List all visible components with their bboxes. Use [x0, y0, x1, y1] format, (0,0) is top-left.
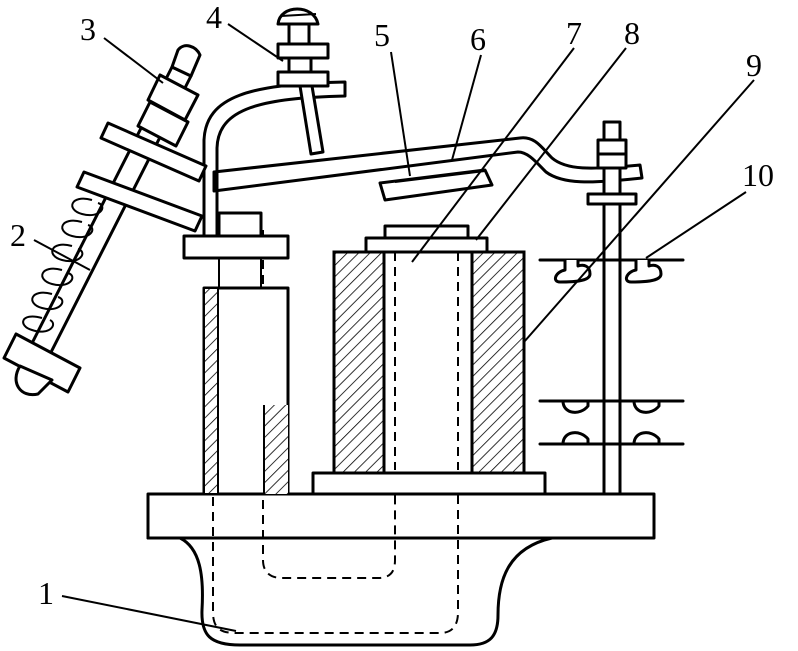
- rod-nut-b: [596, 152, 628, 170]
- contact-moving-r: [632, 399, 661, 414]
- core-pole-face: [383, 224, 470, 240]
- leader-2: [33, 239, 91, 271]
- leader-1: [61, 595, 237, 632]
- pole-cap: [182, 234, 290, 260]
- part-labels: 1 2 3 4 5 6 7 8 9 10: [10, 0, 774, 611]
- label-8: 8: [624, 15, 640, 51]
- leader-6: [451, 54, 482, 161]
- left-pole: [182, 211, 290, 496]
- contact-fixed-r-lower: [632, 431, 661, 446]
- leader-9: [523, 79, 755, 343]
- screw-head: [276, 7, 320, 26]
- coil-winding-left: [332, 250, 386, 475]
- leader-5: [390, 51, 411, 177]
- label-10: 10: [742, 157, 774, 193]
- coil-assembly: [311, 224, 547, 496]
- armature: [202, 80, 644, 238]
- label-7: 7: [566, 15, 582, 51]
- yoke-dashed-outer: [212, 280, 459, 634]
- label-5: 5: [374, 17, 390, 53]
- contact-fixed-r-upper: [624, 260, 663, 284]
- screw-nut-top: [276, 42, 330, 60]
- label-1: 1: [38, 575, 54, 611]
- pole-stud: [217, 211, 263, 238]
- rod-washer: [586, 192, 638, 206]
- coil-bottom-plate: [311, 471, 547, 496]
- adjusting-screw: [276, 7, 330, 156]
- rod-tip: [170, 44, 202, 78]
- leader-8: [475, 47, 627, 241]
- bottom-plate: [2, 332, 82, 394]
- label-2: 2: [10, 217, 26, 253]
- label-3: 3: [80, 11, 96, 47]
- screw-shaft: [298, 84, 325, 156]
- push-rod: [602, 120, 622, 496]
- leader-10: [645, 191, 747, 259]
- contact-assembly: [538, 120, 685, 496]
- label-6: 6: [470, 21, 486, 57]
- rod-nut-a: [596, 138, 628, 156]
- yoke-body: [146, 536, 554, 647]
- spring-washer-lower: [75, 170, 204, 233]
- armature-hinge: [202, 80, 347, 238]
- armature-shim: [378, 168, 494, 202]
- leader-3: [103, 37, 164, 84]
- contact-fixed-l-lower: [561, 431, 590, 446]
- spring-washer-upper: [99, 121, 208, 183]
- yoke-dashed-inner: [262, 230, 396, 579]
- helical-spring: [22, 197, 104, 333]
- core-flange: [364, 236, 489, 254]
- leader-7: [411, 47, 575, 263]
- bottom-knob: [14, 364, 54, 397]
- leader-4: [227, 23, 284, 62]
- leader-lines: [33, 23, 755, 632]
- spring-assembly: [2, 44, 208, 397]
- coil-winding-right: [470, 250, 526, 475]
- lock-nut: [136, 100, 190, 148]
- screw-nut-bottom: [276, 70, 330, 88]
- label-9: 9: [746, 47, 762, 83]
- contact-moving-l: [561, 399, 590, 414]
- contact-fixed-l-upper: [553, 260, 592, 284]
- label-4: 4: [206, 0, 222, 35]
- yoke-base: [146, 230, 656, 647]
- base-plate: [146, 492, 656, 540]
